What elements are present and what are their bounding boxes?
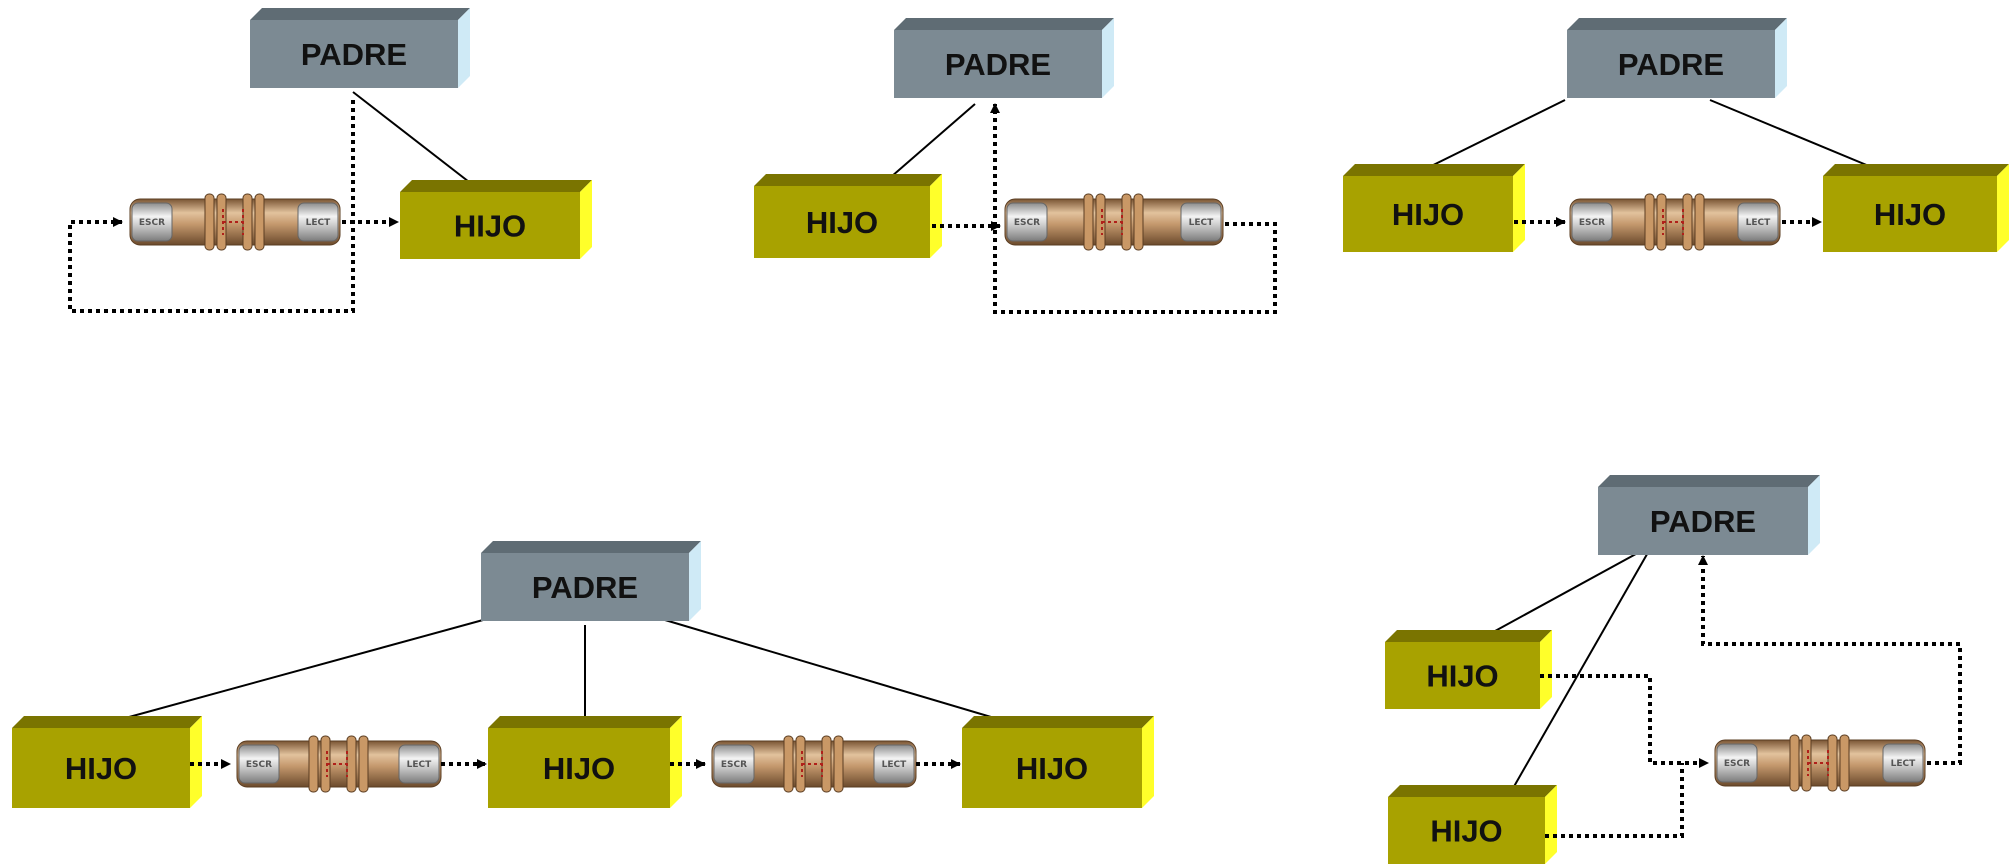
data-flow-to-parent: [1703, 556, 1960, 763]
parent-label: PADRE: [301, 37, 407, 72]
parent-box: PADRE: [894, 18, 1114, 98]
pipe-icon: ESCR LECT: [712, 736, 916, 792]
diagram-1-child-writes-to-itself: PADRE HIJO ESCR LECT: [70, 8, 592, 311]
parent-child-link: [1475, 549, 1645, 642]
pipe-icon: ESCR LECT: [237, 736, 441, 792]
pipe-write-end-label: ESCR: [1014, 218, 1040, 228]
child-box: HIJO: [400, 180, 592, 259]
data-flow-merge: [1545, 763, 1682, 836]
parent-box: PADRE: [1567, 18, 1787, 98]
data-flow-to-pipe: [1540, 676, 1708, 763]
child-box: HIJO: [488, 716, 682, 808]
pipe-icon: ESCR LECT: [130, 194, 340, 250]
pipe-read-end-label: LECT: [1891, 759, 1916, 769]
diagram-2-child-writes-to-parent: PADRE HIJO ESCR LECT: [754, 18, 1275, 312]
child-box: HIJO: [1388, 785, 1557, 864]
child-label: HIJO: [1430, 814, 1502, 849]
diagram-4-chain-of-three-children: PADRE HIJO HIJO HIJO ESCR LECT ESCR LECT: [12, 541, 1154, 808]
parent-label: PADRE: [1618, 47, 1724, 82]
parent-box: PADRE: [481, 541, 701, 621]
parent-box: PADRE: [1598, 475, 1820, 555]
parent-label: PADRE: [945, 47, 1051, 82]
parent-box: PADRE: [250, 8, 470, 88]
child-label: HIJO: [1874, 197, 1946, 232]
child-label: HIJO: [543, 751, 615, 786]
pipe-write-end-label: ESCR: [246, 760, 272, 770]
pipe-write-end-label: ESCR: [1579, 218, 1605, 228]
pipe-read-end-label: LECT: [1189, 218, 1214, 228]
child-label: HIJO: [1016, 751, 1088, 786]
diagram-5-two-children-write-to-parent: PADRE HIJO HIJO ESCR LECT: [1385, 475, 1960, 864]
child-label: HIJO: [806, 205, 878, 240]
pipe-icon: ESCR LECT: [1005, 194, 1223, 250]
parent-label: PADRE: [1650, 504, 1756, 539]
pipe-read-end-label: LECT: [306, 218, 331, 228]
child-box: HIJO: [962, 716, 1154, 808]
parent-label: PADRE: [532, 570, 638, 605]
parent-child-link: [353, 92, 482, 192]
pipe-read-end-label: LECT: [407, 760, 432, 770]
pipe-icon: ESCR LECT: [1715, 735, 1925, 791]
child-label: HIJO: [454, 209, 526, 244]
pipe-read-end-label: LECT: [1746, 218, 1771, 228]
child-label: HIJO: [1392, 197, 1464, 232]
pipe-write-end-label: ESCR: [721, 760, 747, 770]
child-box: HIJO: [12, 716, 202, 808]
parent-child-link: [89, 620, 483, 728]
child-box: HIJO: [1385, 630, 1552, 709]
parent-child-link: [665, 620, 1028, 728]
pipe-read-end-label: LECT: [882, 760, 907, 770]
child-box: HIJO: [754, 174, 942, 258]
child-box: HIJO: [1823, 164, 2009, 252]
child-label: HIJO: [1426, 659, 1498, 694]
diagram-3-child-to-child: PADRE HIJO HIJO ESCR LECT: [1343, 18, 2009, 252]
child-label: HIJO: [65, 751, 137, 786]
child-box: HIJO: [1343, 164, 1525, 252]
pipe-icon: ESCR LECT: [1570, 194, 1780, 250]
pipe-write-end-label: ESCR: [1724, 759, 1750, 769]
pipe-write-end-label: ESCR: [139, 218, 165, 228]
